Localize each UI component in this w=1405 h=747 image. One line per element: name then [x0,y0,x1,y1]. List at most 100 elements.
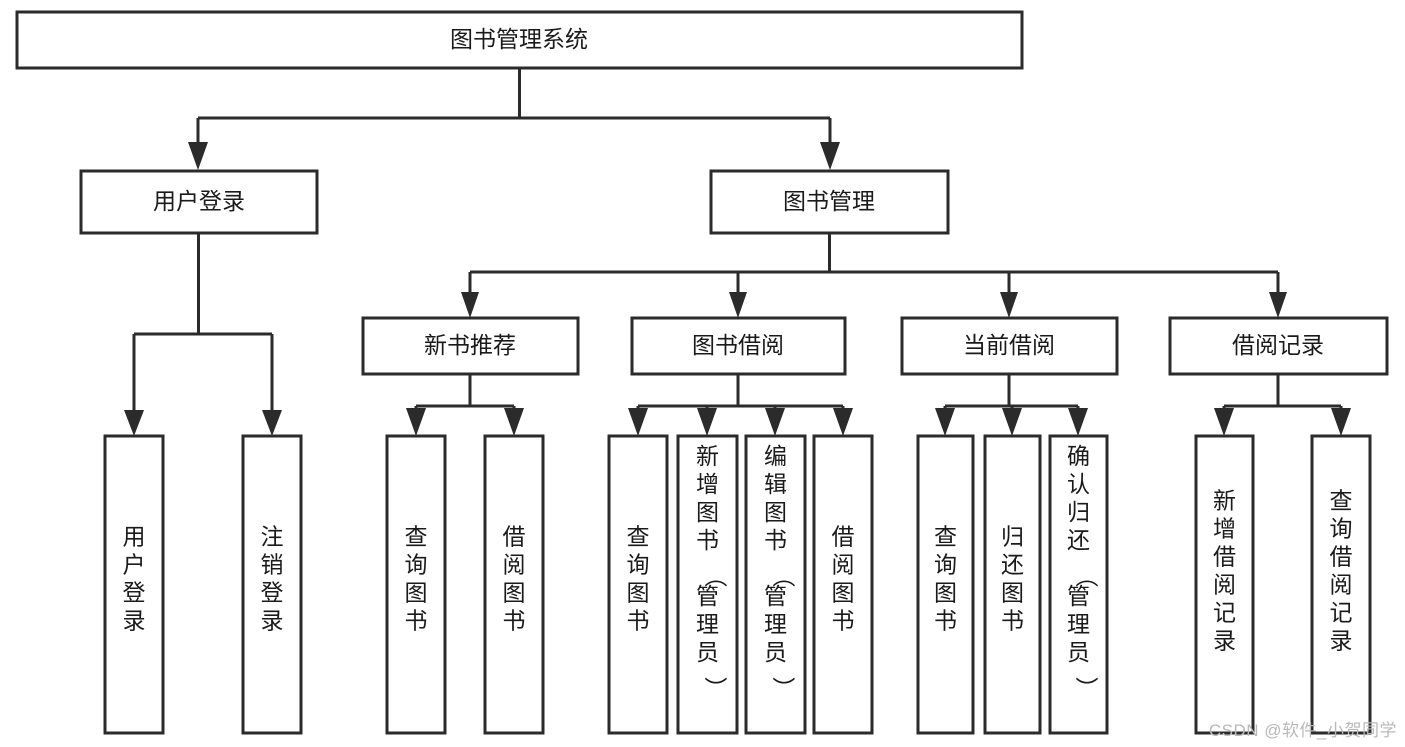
vertical-char: 图 [934,580,957,606]
vertical-char: 借 [1213,544,1236,570]
arrow-to-book-manage [820,142,840,170]
vertical-char: 户 [123,552,146,578]
vertical-char: 查 [627,524,650,550]
node-book-manage-label: 图书管理 [783,188,875,214]
vertical-char: 图 [832,580,855,606]
vertical-char: （ [1074,565,1100,588]
arrow-to-current-borrow [1000,292,1018,318]
node-new-book-recommend-label: 新书推荐 [424,332,516,358]
vertical-char: 书 [503,608,526,634]
node-user-login[interactable]: 用户登录 [79,169,319,235]
vertical-char: 书 [934,608,957,634]
arrow-to-leaf-borrow-book-rec [504,408,524,436]
arrow-to-leaf-add-record [1214,408,1234,436]
vertical-char: 记 [1213,600,1236,626]
vertical-char: 阅 [832,552,855,578]
vertical-char: 图 [1001,580,1024,606]
node-leaf-query-book-rec-box[interactable] [385,434,447,735]
node-book-borrow[interactable]: 图书借阅 [630,316,847,376]
node-root-box[interactable] [15,10,1024,70]
node-new-book-recommend[interactable]: 新书推荐 [361,316,580,376]
vertical-char: 记 [1330,600,1353,626]
node-borrow-record[interactable]: 借阅记录 [1168,316,1389,376]
vertical-char: 书 [1001,608,1024,634]
vertical-char: 查 [1330,488,1353,514]
node-leaf-borrow-book-box[interactable] [812,434,874,735]
vertical-char: 新 [1213,488,1236,514]
node-leaf-query-record-box[interactable] [1310,434,1372,735]
vertical-char: 增 [696,471,719,497]
arrow-to-borrow-record [1269,292,1287,318]
arrow-to-leaf-confirm-return [1068,408,1088,436]
node-leaf-logout-box[interactable] [241,434,303,735]
vertical-char: 销 [261,552,284,578]
node-leaf-return-book-box[interactable] [983,434,1042,735]
vertical-char: ） [1074,677,1100,700]
node-leaf-borrow-book-rec-box[interactable] [483,434,545,735]
vertical-char: 借 [503,524,526,550]
node-user-login-box[interactable] [79,169,319,235]
vertical-char: 登 [123,580,146,606]
vertical-char: （ [771,565,797,588]
vertical-char: 询 [1330,516,1353,542]
node-root[interactable]: 图书管理系统 [15,10,1024,70]
node-book-borrow-box[interactable] [630,316,847,376]
node-current-borrow[interactable]: 当前借阅 [900,316,1119,376]
vertical-char: 书 [405,608,428,634]
vertical-char: 书 [696,527,719,553]
vertical-char: 询 [405,552,428,578]
node-leaf-user-login-box[interactable] [103,434,165,735]
vertical-char: 录 [1330,628,1353,654]
vertical-char: 确 [1067,443,1090,469]
node-new-book-recommend-box[interactable] [361,316,580,376]
vertical-char: 还 [1067,527,1090,553]
node-current-borrow-box[interactable] [900,316,1119,376]
vertical-char: 登 [261,580,284,606]
arrow-to-leaf-user-login [124,410,144,436]
arrow-to-book-borrow [729,292,747,318]
node-leaf-confirm-return-box[interactable] [1048,434,1109,735]
node-leaf-query-book-cur-box[interactable] [916,434,975,735]
vertical-char: 书 [627,608,650,634]
arrow-to-new-book-recommend [461,292,479,318]
connectors-layer [124,68,1351,436]
vertical-char: 查 [405,524,428,550]
vertical-char: 员 [1067,639,1090,665]
node-leaf-add-book-box[interactable] [676,434,739,735]
node-leaf-add-record-box[interactable] [1194,434,1255,735]
vertical-char: 管 [1067,583,1090,609]
vertical-char: 书 [832,608,855,634]
node-leaf-user-login[interactable]: 用户登录 [103,434,165,735]
node-leaf-query-book-box[interactable] [607,434,669,735]
vertical-char: 管 [764,583,787,609]
arrow-to-leaf-add-book [697,408,717,436]
vertical-char: 管 [696,583,719,609]
arrow-to-leaf-query-book [628,408,648,436]
vertical-char: 理 [764,611,787,637]
node-leaf-edit-book-box[interactable] [744,434,807,735]
node-book-borrow-label: 图书借阅 [692,332,784,358]
node-borrow-record-box[interactable] [1168,316,1389,376]
node-book-manage-box[interactable] [709,169,950,235]
vertical-char: 询 [934,552,957,578]
vertical-char: 书 [764,527,787,553]
node-book-manage[interactable]: 图书管理 [709,169,950,235]
vertical-char: 新 [696,443,719,469]
